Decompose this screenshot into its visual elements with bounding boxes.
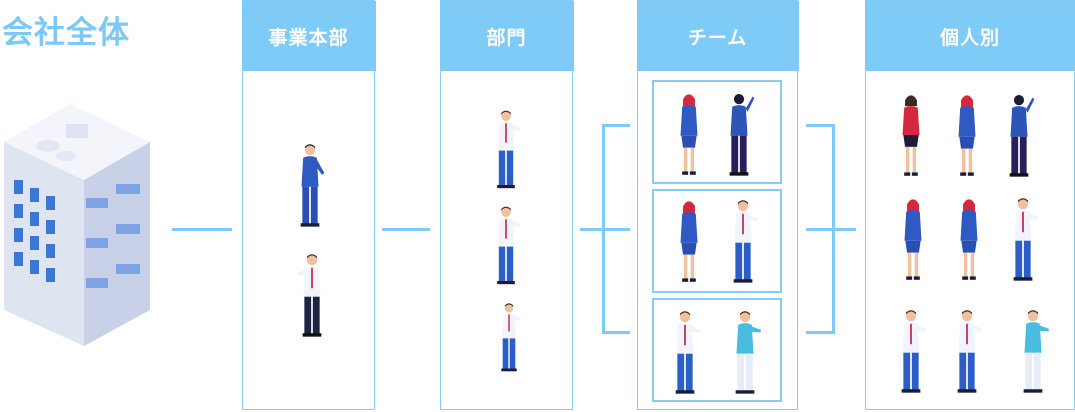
- bracket-line: [602, 331, 630, 334]
- column-header-division: 事業本部: [241, 1, 376, 71]
- bracket-line: [806, 228, 856, 231]
- column-header-team: チーム: [636, 1, 799, 71]
- bracket-line: [602, 124, 630, 127]
- businesswoman-icon: [672, 90, 706, 178]
- column-division: 事業本部: [241, 0, 376, 410]
- bracket-line: [602, 228, 630, 231]
- column-department: 部門: [439, 0, 574, 410]
- building-icon: [4, 104, 150, 346]
- businessman-icon: [894, 307, 928, 395]
- businessman-icon: [495, 299, 523, 375]
- bracket-line: [806, 331, 834, 334]
- businessman-icon: [950, 307, 984, 395]
- column-individual: 個人別: [864, 0, 1075, 410]
- connector-line: [382, 228, 430, 231]
- businessman-icon: [489, 205, 523, 285]
- company-title: 会社全体: [2, 15, 130, 51]
- column-header-department: 部門: [439, 1, 574, 71]
- connector-line: [172, 228, 232, 231]
- bracket-line: [806, 124, 834, 127]
- connector-line: [580, 228, 605, 231]
- businessman-icon: [295, 249, 329, 341]
- businessman-icon: [728, 308, 762, 396]
- businessman-icon: [668, 308, 702, 396]
- businesswoman-icon: [672, 197, 706, 285]
- businesswoman-icon: [950, 91, 984, 179]
- businesswoman-icon: [952, 195, 986, 283]
- team-group-box: [652, 298, 782, 402]
- businessman-icon: [1002, 91, 1036, 179]
- businessman-icon: [293, 141, 327, 229]
- column-header-individual: 個人別: [864, 1, 1075, 71]
- businesswoman-icon: [896, 195, 930, 283]
- businessman-icon: [1016, 307, 1050, 395]
- businesswoman-icon: [894, 91, 928, 179]
- businessman-icon: [1006, 195, 1040, 283]
- businessman-icon: [489, 109, 523, 189]
- businessman-icon: [722, 90, 756, 178]
- team-group-box: [652, 80, 782, 184]
- businessman-icon: [726, 197, 760, 285]
- team-group-box: [652, 189, 782, 293]
